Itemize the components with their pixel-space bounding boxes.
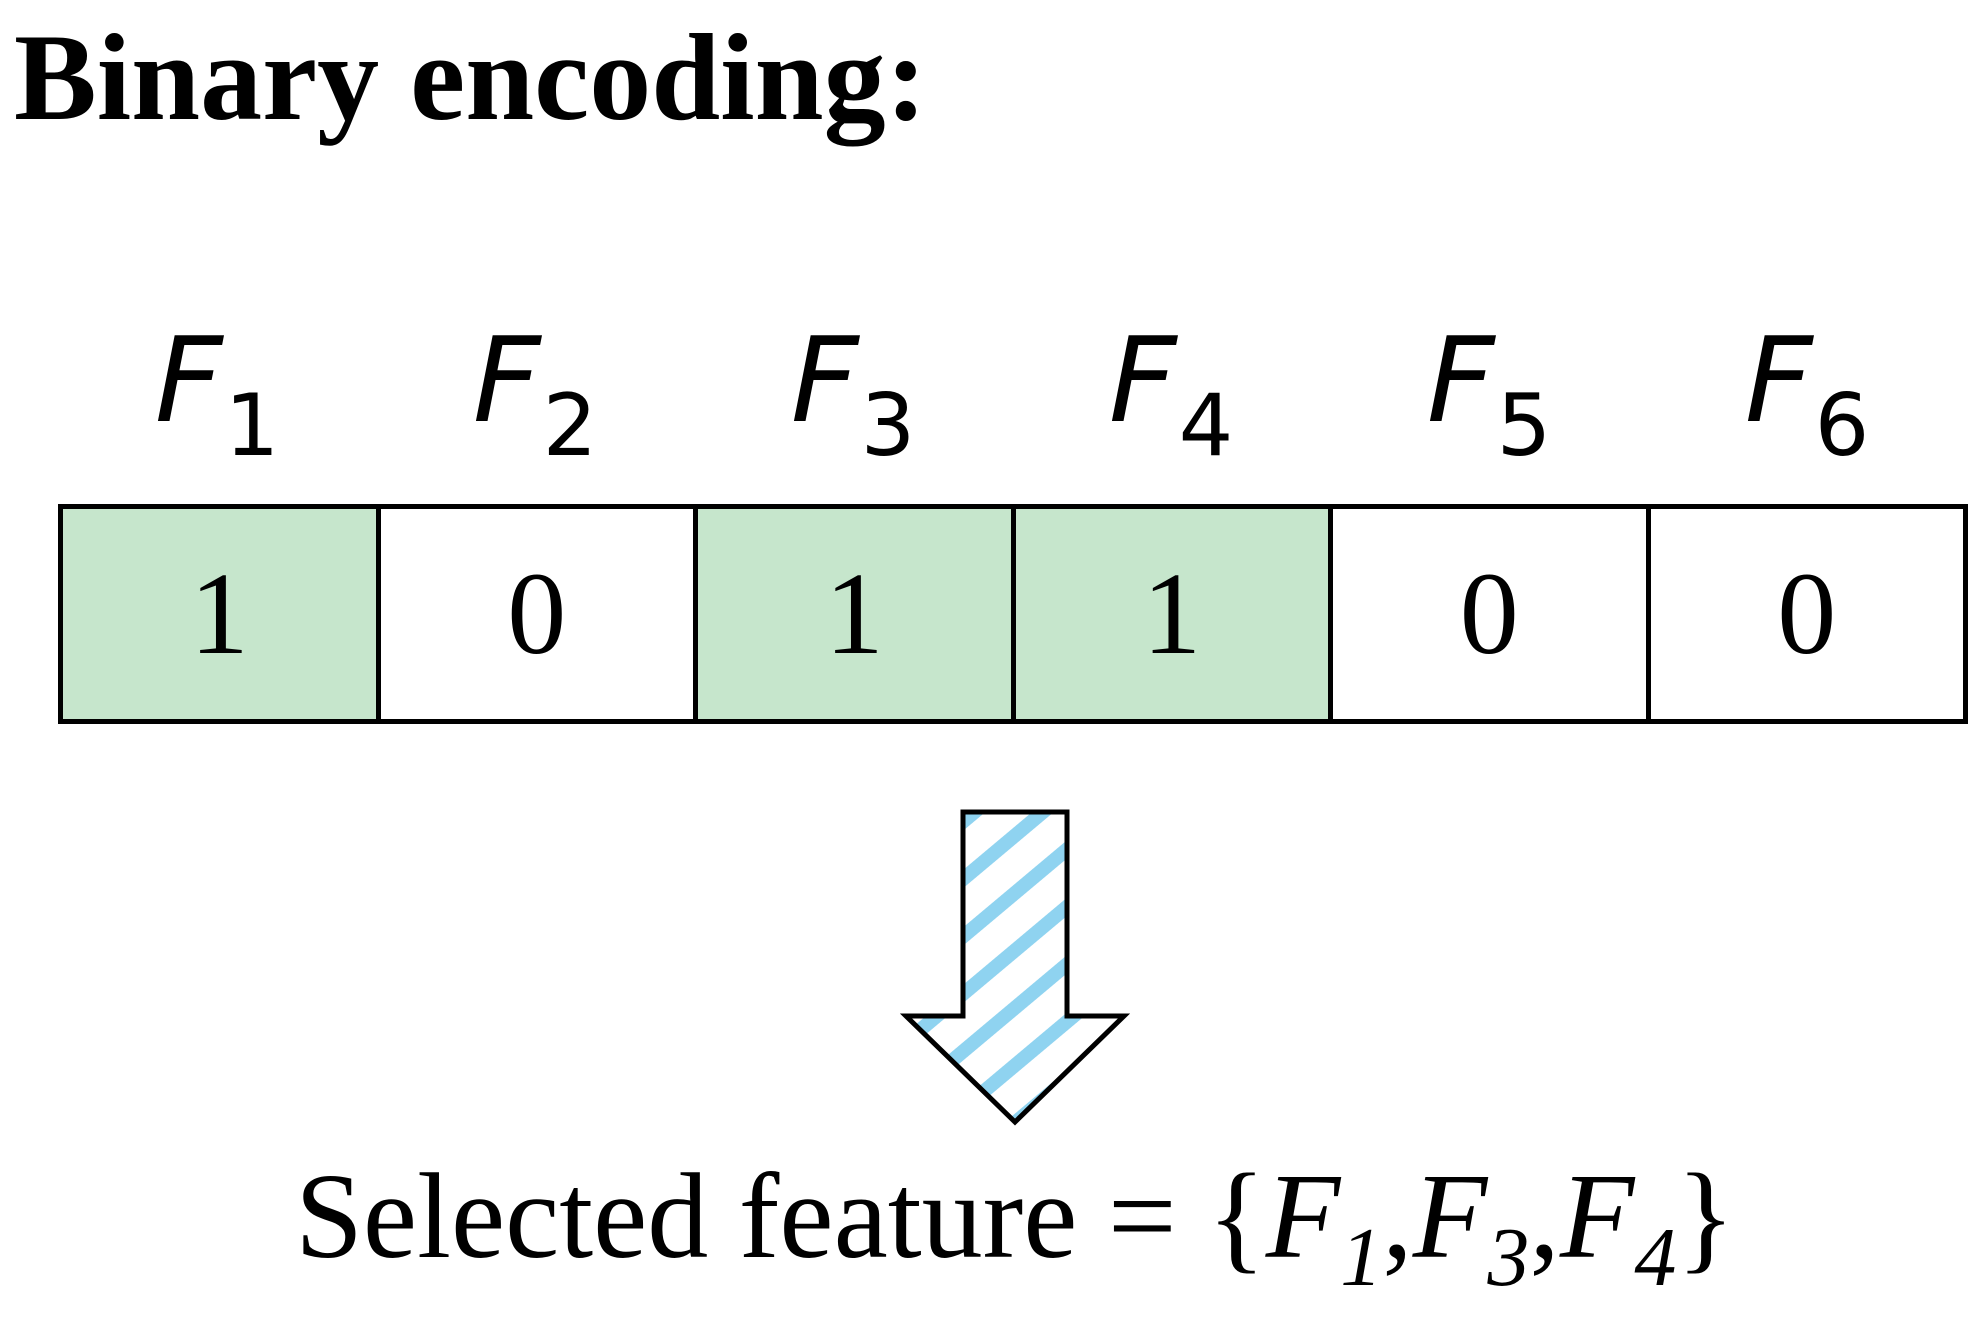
feature-label-4: F4 — [1012, 300, 1330, 476]
feature-letter: F — [1426, 311, 1495, 449]
bit-cell-4: 1 — [1015, 509, 1333, 719]
selected-feature-result: Selected feature = {F1,F3,F4} — [0, 1149, 1986, 1303]
feature-label-6: F6 — [1648, 300, 1966, 476]
feature-letter: F — [154, 311, 223, 449]
result-item-letter: F — [1559, 1149, 1635, 1284]
feature-label-1: F1 — [58, 300, 376, 476]
down-arrow-icon — [900, 809, 1130, 1126]
bit-cell-5: 0 — [1333, 509, 1651, 719]
result-separator: , — [1529, 1149, 1560, 1284]
bit-cell-6: 0 — [1650, 509, 1963, 719]
result-prefix: Selected feature = { — [295, 1149, 1266, 1284]
result-item-letter: F — [1412, 1149, 1488, 1284]
result-separator: , — [1382, 1149, 1413, 1284]
feature-letter: F — [790, 311, 859, 449]
feature-subscript: 1 — [224, 376, 280, 476]
feature-label-2: F2 — [376, 300, 694, 476]
feature-subscript: 3 — [860, 376, 916, 476]
feature-subscript: 4 — [1178, 376, 1234, 476]
feature-subscript: 2 — [542, 376, 598, 476]
result-item-subscript: 4 — [1634, 1211, 1677, 1304]
bit-cell-2: 0 — [380, 509, 698, 719]
result-item-subscript: 3 — [1487, 1211, 1530, 1304]
bit-cell-1: 1 — [63, 509, 381, 719]
bit-cell-3: 1 — [698, 509, 1016, 719]
feature-subscript: 6 — [1814, 376, 1870, 476]
feature-letter: F — [1108, 311, 1177, 449]
feature-label-3: F3 — [694, 300, 1012, 476]
result-item-letter: F — [1265, 1149, 1341, 1284]
feature-labels-row: F1 F2 F3 F4 F5 F6 — [58, 300, 1968, 476]
feature-letter: F — [472, 311, 541, 449]
binary-vector: 1 0 1 1 0 0 — [58, 504, 1968, 724]
result-suffix: } — [1676, 1149, 1735, 1284]
result-item-subscript: 1 — [1340, 1211, 1383, 1304]
feature-letter: F — [1744, 311, 1813, 449]
feature-subscript: 5 — [1496, 376, 1552, 476]
diagram-title: Binary encoding: — [14, 9, 927, 146]
feature-label-5: F5 — [1330, 300, 1648, 476]
